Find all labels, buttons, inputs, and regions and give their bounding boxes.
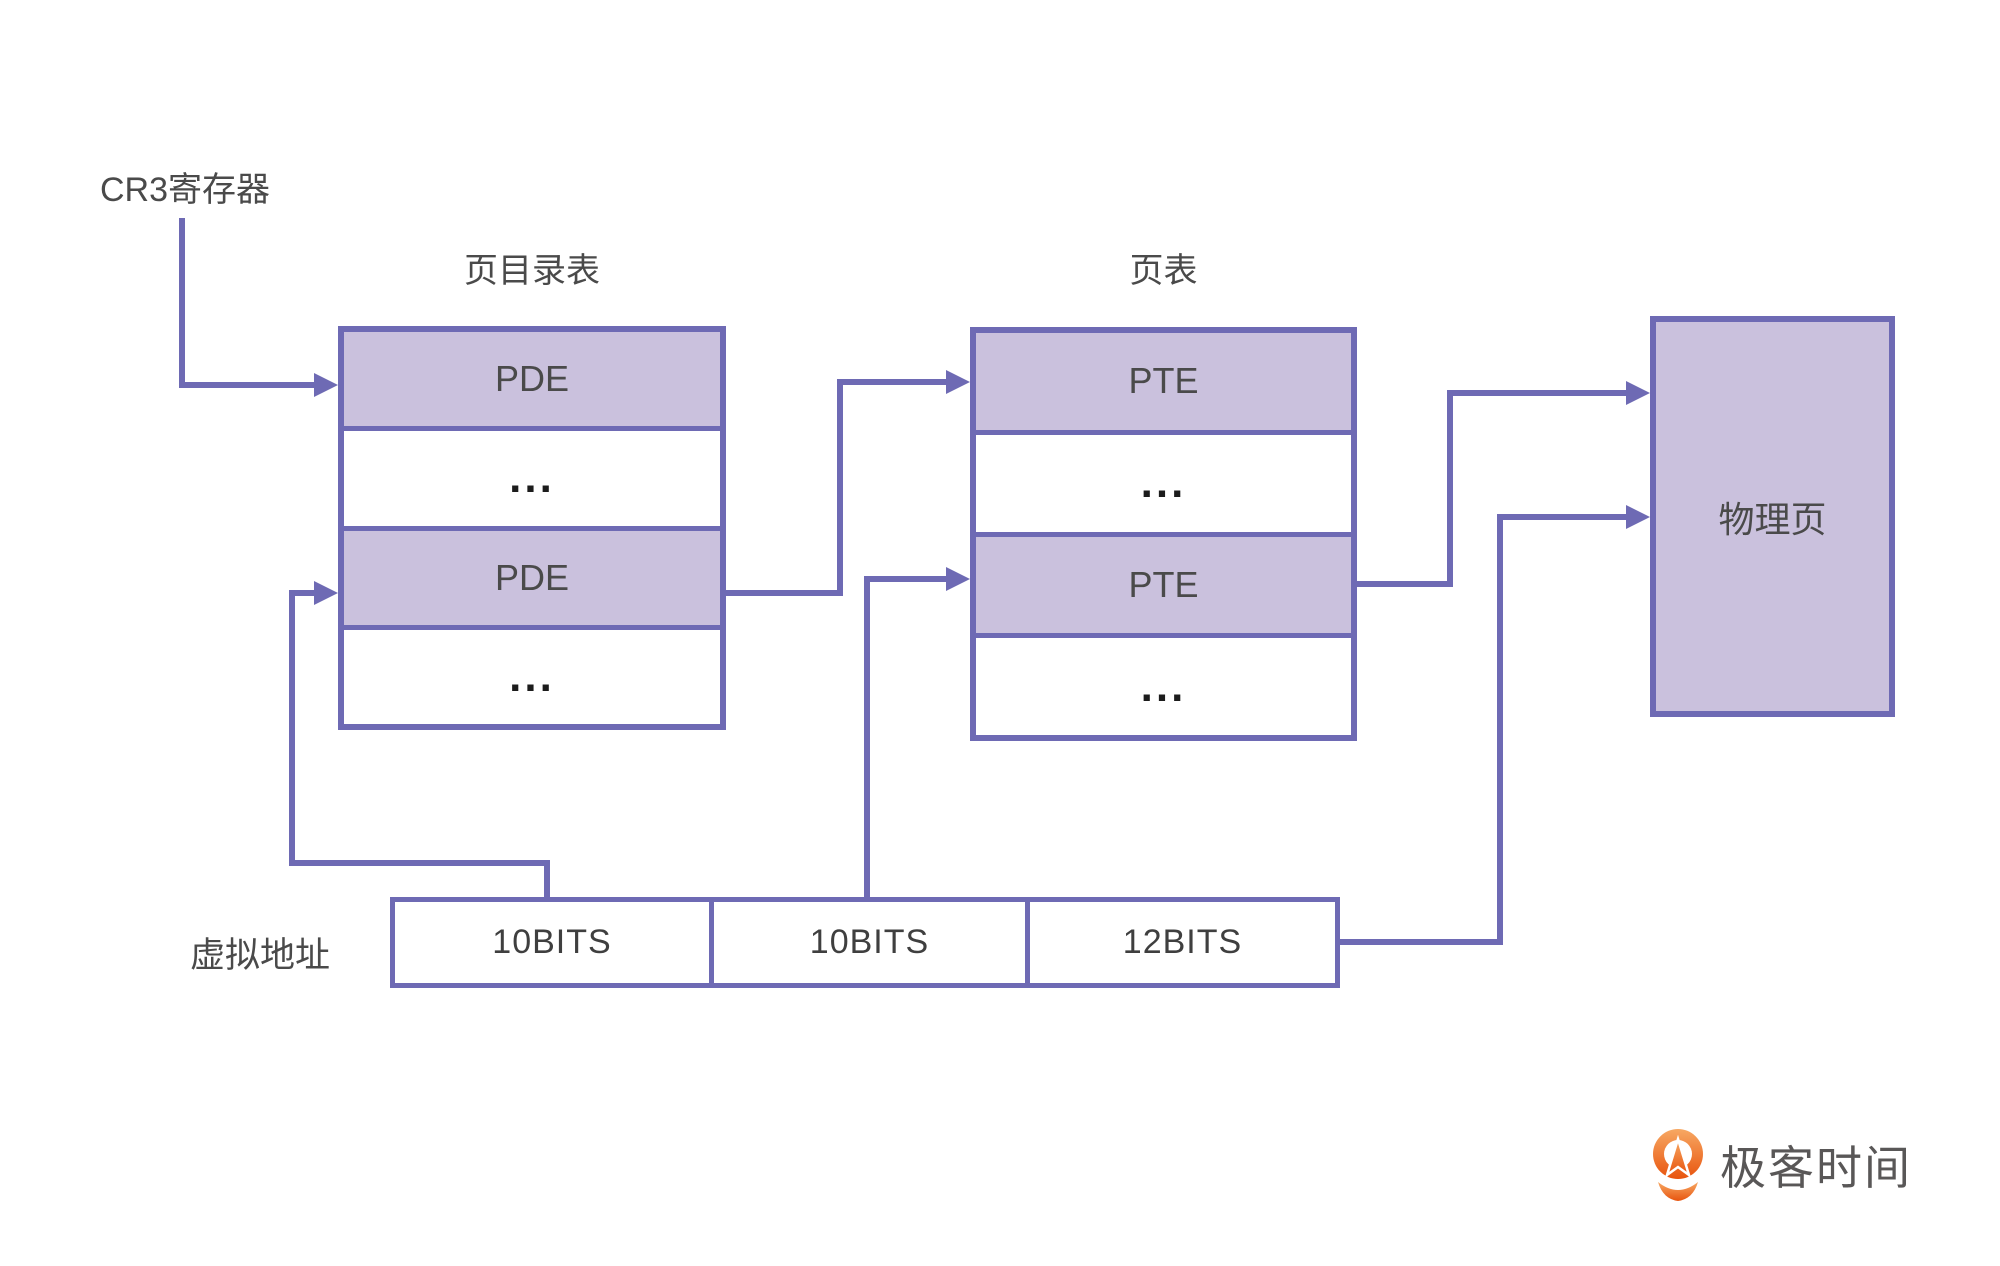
va-field-table-index: 10BITS [709, 902, 1025, 983]
connector-va1-to-pde2 [289, 590, 550, 897]
physical-page-label: 物理页 [1718, 498, 1827, 540]
connector-pde2-to-pte1 [726, 379, 946, 596]
arrowhead-into-pde1 [314, 373, 338, 397]
va-field-page-offset: 12BITS [1025, 902, 1335, 983]
connector-va3-to-physical-page [1340, 514, 1626, 945]
connector-pte2-to-physical-page [1357, 390, 1626, 587]
page-table: PTE ... PTE ... [970, 327, 1357, 741]
arrowhead-into-pte1 [946, 370, 970, 394]
footer-logo: 极客时间 [1650, 1126, 1912, 1204]
arrowhead-into-physical-page-2 [1626, 505, 1650, 529]
arrowhead-into-pte2 [946, 567, 970, 591]
physical-page-box: 物理页 [1650, 316, 1895, 717]
virtual-address-box: 10BITS 10BITS 12BITS [390, 897, 1340, 988]
geektime-q-icon [1653, 1129, 1703, 1201]
geektime-brand-text: 极客时间 [1720, 1142, 1912, 1194]
ellipsis-row: ... [976, 633, 1351, 735]
va-field-label: 10BITS [492, 923, 612, 961]
ellipsis-label: ... [509, 651, 555, 701]
ellipsis-row: ... [976, 429, 1351, 532]
pte-entry-row: PTE [976, 531, 1351, 634]
va-field-directory-index: 10BITS [395, 902, 709, 983]
ellipsis-label: ... [1140, 661, 1187, 711]
pde-entry-row: PDE [344, 332, 720, 427]
pte-label: PTE [1128, 360, 1199, 402]
pde-label: PDE [494, 358, 570, 400]
va-field-label: 10BITS [809, 923, 930, 961]
page-table-title: 页表 [1129, 252, 1198, 290]
pte-entry-row: PTE [976, 333, 1351, 430]
ellipsis-label: ... [509, 453, 555, 503]
pde-label: PDE [494, 556, 570, 598]
page-directory-table-title: 页目录表 [464, 252, 600, 290]
virtual-address-label: 虚拟地址 [190, 936, 331, 975]
connector-cr3-to-pde1 [179, 218, 314, 388]
pde-entry-row: PDE [344, 525, 720, 625]
pte-label: PTE [1128, 563, 1199, 605]
ellipsis-row: ... [344, 624, 720, 724]
ellipsis-label: ... [1140, 458, 1187, 508]
cr3-register-label: CR3寄存器 [100, 171, 271, 209]
connector-va2-to-pte2 [864, 576, 946, 897]
va-field-label: 12BITS [1122, 923, 1243, 961]
arrowhead-into-pde2 [314, 581, 338, 605]
page-directory-table: PDE ... PDE ... [338, 326, 726, 730]
arrowhead-into-physical-page-1 [1626, 381, 1650, 405]
ellipsis-row: ... [344, 426, 720, 526]
